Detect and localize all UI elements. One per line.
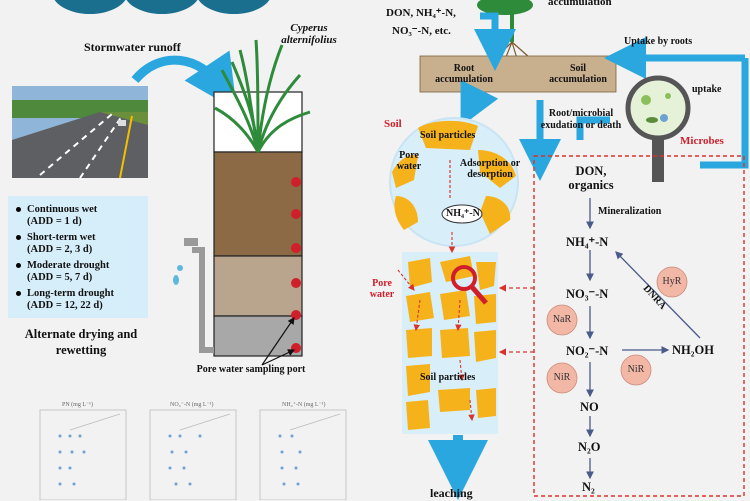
condition-1: Continuous wet(ADD = 1 d) <box>16 204 97 228</box>
n2-node: N₂ <box>582 480 595 494</box>
mini-chart-title-1: PN (mg L⁻¹) <box>62 402 93 408</box>
mini-charts <box>39 409 347 500</box>
bullet-icon <box>16 235 21 241</box>
don-organics-node: DON, organics <box>568 164 614 192</box>
road-image <box>12 86 148 179</box>
nir-enzyme-2: NiR <box>627 364 645 375</box>
nir-enzyme-1: NiR <box>553 372 571 383</box>
conditions-box: Continuous wet(ADD = 1 d) Short-term wet… <box>8 196 148 318</box>
mineralization-label: Mineralization <box>598 206 662 217</box>
n2o-node: N₂O <box>578 440 601 454</box>
microbes-magnifier <box>625 75 691 182</box>
n-cycle-box <box>533 155 745 497</box>
mini-chart-title-2: NO₃⁻-N (mg L⁻¹) <box>170 402 214 408</box>
alternate-label: Alternate drying and rewetting <box>24 327 138 357</box>
top-plant <box>477 0 533 63</box>
bullet-icon <box>16 291 21 297</box>
pore-water-side-label: Pore water <box>369 278 395 300</box>
mini-chart-title-3: NH₄⁺-N (mg L⁻¹) <box>282 402 326 408</box>
mini-chart-line-3 <box>289 413 341 431</box>
soil-particles-mid-label: Soil particles <box>420 372 476 383</box>
runoff-arrow <box>131 50 237 111</box>
accumulation-label: accumulation <box>548 0 612 8</box>
microbes-label: Microbes <box>680 135 724 147</box>
pore-water-column <box>397 232 498 434</box>
no3-node: NO₃⁻-N <box>566 287 609 301</box>
bullet-icon <box>16 263 21 269</box>
hyr-enzyme: HyR <box>662 276 682 287</box>
no-node: NO <box>580 400 599 414</box>
condition-2: Short-term wet(ADD = 2, 3 d) <box>16 232 96 256</box>
pore-water-circle-label: Pore water <box>396 150 422 172</box>
root-accumulation-label: Root accumulation <box>435 63 493 85</box>
mini-chart-line-2 <box>179 413 231 431</box>
don-inputs-label: DON, NH₄⁺-N, <box>386 7 456 19</box>
plant-label: Cyperus alternifolius <box>281 22 337 46</box>
pore-water-port-label: Pore water sampling port <box>196 364 306 375</box>
stormwater-label: Stormwater runoff <box>84 40 181 54</box>
soil-column <box>173 39 311 366</box>
uptake-label: uptake <box>692 84 722 95</box>
mini-chart-points <box>58 434 302 486</box>
no2-node: NO₂⁻-N <box>566 344 609 358</box>
mini-chart-line-1 <box>69 413 121 431</box>
bullet-icon <box>16 207 21 213</box>
condition-4: Long-term drought(ADD = 12, 22 d) <box>16 288 114 312</box>
soil-bar <box>419 55 617 93</box>
nh2oh-node: NH₂OH <box>672 343 714 357</box>
nh4-circle-label: NH₄⁺-N <box>446 208 480 219</box>
adsorption-label: Adsorption or desorption <box>459 158 521 180</box>
uptake-roots-label: Uptake by roots <box>624 36 693 47</box>
top-circles <box>54 0 270 14</box>
soil-particles-top-label: Soil particles <box>420 130 476 141</box>
soil-accumulation-label: Soil accumulation <box>549 63 607 85</box>
no3-inputs-label: NO₃⁻-N, etc. <box>392 25 451 37</box>
exudation-label: Root/microbial exudation or death <box>540 108 622 131</box>
leaching-label: leaching <box>430 486 473 500</box>
nh4-node: NH₄⁺-N <box>566 235 609 249</box>
soil-circle <box>389 117 519 247</box>
condition-3: Moderate drought(ADD = 5, 7 d) <box>16 260 109 284</box>
soil-label: Soil <box>384 118 402 130</box>
nar-enzyme: NaR <box>552 314 572 325</box>
